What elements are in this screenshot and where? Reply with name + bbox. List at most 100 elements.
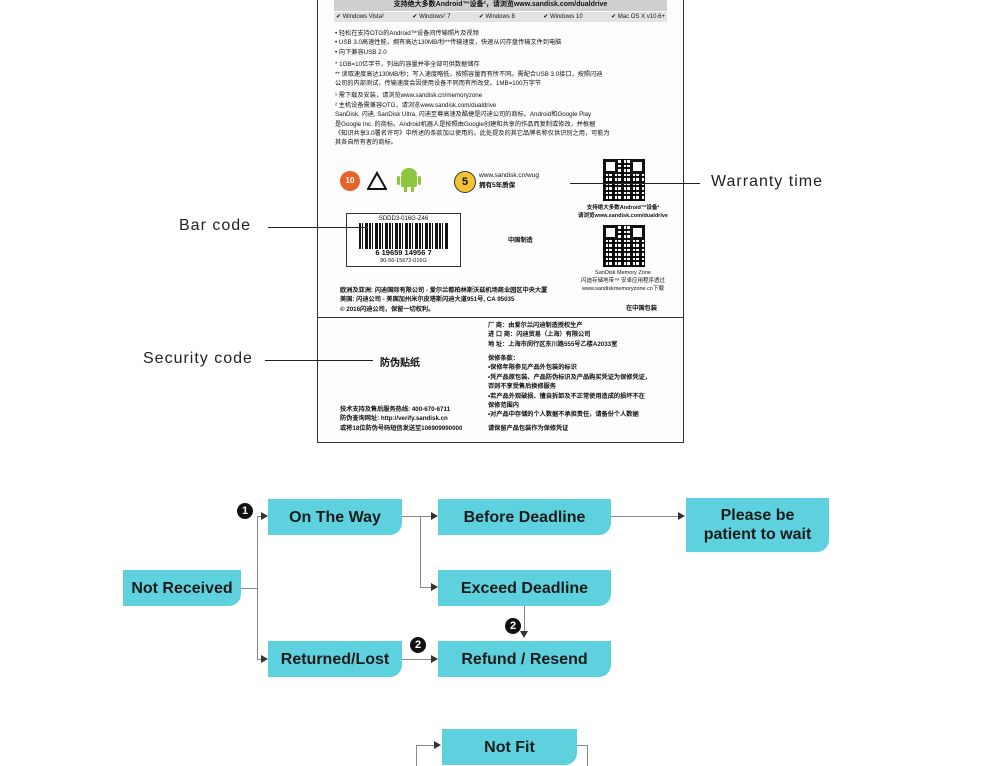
- android-robot-icon: [397, 168, 421, 192]
- arrow-right-icon: [431, 512, 438, 520]
- qr1-caption: 支持绝大多数Android™设备² 请浏览www.sandisk.com/dua…: [573, 204, 673, 220]
- barcode-bars: [359, 223, 449, 249]
- arrow-right-icon: [261, 655, 268, 663]
- arrow-right-icon: [431, 583, 438, 591]
- dualdrive-qr-code: [603, 159, 645, 201]
- barcode-box: SDDD3-016G-Z46 6 19659 14956 7 80-56-156…: [346, 213, 461, 267]
- feature-line: ** 读取速度高达130MB/秒；写入速度略低，按照容量而有所不同。需配合USB…: [335, 70, 603, 78]
- memoryzone-qr-code: [603, 225, 645, 267]
- connector: [257, 516, 262, 517]
- connector: [257, 516, 258, 660]
- warranty-terms-block: 保修条款： •保修年限参见产品外包装的标识 •凭产品原包装、产品防伪标识及产品购…: [488, 354, 651, 420]
- arrow-right-icon: [431, 655, 438, 663]
- packed-in-china: 在中国包装: [626, 305, 657, 312]
- warranty-callout-label: Warranty time: [711, 173, 823, 190]
- label-divider: [318, 317, 683, 318]
- address-line: 欧洲及亚洲: 闪迪国际有限公司 - 爱尔兰都柏林斯沃兹机场商业园区中央大厦: [340, 287, 548, 294]
- warranty-term-line: 否则不享受售后换修服务: [488, 383, 557, 391]
- address-block: 欧洲及亚洲: 闪迪国际有限公司 - 爱尔兰都柏林斯沃兹机场商业园区中央大厦 美国…: [340, 286, 580, 314]
- warranty-term-line: •若产品外观破损、擅自拆卸及不正常使用造成的损坏不在: [488, 392, 645, 400]
- connector: [257, 659, 262, 660]
- security-callout-label: Security code: [143, 350, 253, 367]
- arrow-right-icon: [261, 512, 268, 520]
- legal-line: 其各自所有者的商标。: [335, 139, 397, 147]
- arrow-right-icon: [434, 741, 441, 749]
- qr2-caption-line: www.sandiskmemoryzone.cn下载: [582, 286, 664, 292]
- feature-line: • 向下兼容USB 2.0: [335, 48, 387, 56]
- manufacturer-line: 厂 商：由爱尔兰闪迪制造授权生产: [488, 322, 583, 329]
- legal-line: SanDisk, 闪迪, SanDisk Ultra, 闪迪至尊高速及酷捷是闪迪…: [335, 111, 592, 119]
- node-please-wait: Please be patient to wait: [686, 498, 829, 552]
- security-sticker-label: 防伪贴纸: [380, 358, 420, 369]
- qr1-caption-line: 请浏览www.sandisk.com/dualdrive: [578, 213, 668, 219]
- address-line: © 2016闪迪公司，保留一切权利。: [340, 305, 435, 313]
- address-line: 美国: 闪迪公司 - 美国加州米尔皮塔斯闪迪大道951号, CA 95035: [340, 296, 515, 304]
- connector: [416, 745, 417, 766]
- connector: [416, 745, 435, 746]
- warranty-term-line: 保修范围内: [488, 402, 519, 410]
- node-before-deadline: Before Deadline: [438, 499, 611, 535]
- barcode-model: SDDD3-016G-Z46: [378, 216, 429, 222]
- manufacturer-block: 厂 商：由爱尔兰闪迪制造授权生产 进 口 商：闪迪贸易（上海）有限公司 地 址：…: [488, 321, 617, 349]
- recycle-icon: [367, 171, 387, 190]
- warranty-term-line: 保修条款：: [488, 355, 519, 362]
- barcode-callout-label: Bar code: [179, 217, 252, 234]
- manufacturer-line: 进 口 商：闪迪贸易（上海）有限公司: [488, 331, 591, 339]
- warranty-term-line: •凭产品原包装、产品防伪标识及产品购买凭证为保修凭证，: [488, 373, 652, 381]
- os-item: Mac OS X v10.6+: [609, 12, 667, 22]
- support-line: 或将18位防伪号码短信发送至106909990000: [340, 424, 463, 432]
- feature-line: • USB 3.0高速性能，拥有高达130MB/秒**传输速度，快速从闪存盘传输…: [335, 39, 562, 47]
- step-marker-2: 2: [410, 637, 426, 653]
- connector: [402, 659, 432, 660]
- qr2-caption: SanDisk Memory Zone 闪迪存储地带™ 安卓应用程序透过 www…: [573, 269, 673, 293]
- package-top-band: 支持绝大多数Android™设备²，请浏览www.sandisk.com/dua…: [334, 0, 667, 11]
- support-line: 防伪查询网址: http://verify.sandisk.cn: [340, 415, 448, 423]
- feature-line: 公司的内部测试，传输速度会因使用设备不同而有所改变。1MB=100万字节: [335, 80, 542, 88]
- manufacturer-line: 地 址：上海市闵行区东川路555号乙楼A2033室: [488, 340, 618, 348]
- qr1-caption-line: 支持绝大多数Android™设备²: [586, 205, 660, 211]
- security-callout-line: [265, 360, 373, 361]
- step-marker-1: 1: [237, 503, 253, 519]
- arrow-right-icon: [678, 512, 685, 520]
- arrow-down-icon: [520, 631, 528, 638]
- node-on-the-way: On The Way: [268, 499, 402, 535]
- feature-line: ² 主机设备需兼容OTG，请浏览www.sandisk.com/dualdriv…: [335, 101, 497, 109]
- support-line: 技术支持及售后服务热线: 400-670-6711: [340, 406, 451, 413]
- connector: [577, 745, 587, 746]
- connector: [587, 745, 588, 766]
- os-compatibility-row: Windows Vista² Windows² 7 Windows 8 Wind…: [334, 12, 667, 22]
- package-back-label: 支持绝大多数Android™设备²，请浏览www.sandisk.com/dua…: [317, 0, 684, 443]
- connector: [524, 606, 525, 632]
- connector: [241, 588, 258, 589]
- connector: [402, 516, 432, 517]
- feature-line: ¹ 需下载及安装，请浏览www.sandisk.cn/memoryzone: [335, 92, 483, 100]
- barcode-sku: 80-56-15672-016G: [380, 258, 427, 264]
- made-in-china: 中国制造: [508, 237, 533, 244]
- connector: [420, 587, 432, 588]
- feature-line: * 1GB=10亿字节，列出的容量并非全部可供数据储存: [335, 61, 480, 69]
- os-item: Windows Vista²: [334, 12, 386, 22]
- node-not-fit: Not Fit: [442, 729, 577, 765]
- warranty-term-line: •对产品中存储的个人数据不承担责任，请备份个人数据: [488, 411, 639, 419]
- qr2-caption-line: 闪迪存储地带™ 安卓应用程序透过: [580, 278, 666, 284]
- barcode-callout-line: [268, 227, 368, 228]
- warranty-years: 拥有5年质保: [479, 182, 516, 189]
- warranty-url: www.sandisk.cn/wug: [479, 172, 539, 179]
- age-10-icon: 10: [340, 171, 360, 191]
- os-item: Windows 10: [541, 12, 584, 22]
- legal-line: 是Google Inc. 的商标。Android机器人是按照由Google创建和…: [335, 120, 596, 128]
- step-marker-2: 2: [505, 618, 521, 634]
- qr2-caption-line: SanDisk Memory Zone: [595, 270, 651, 276]
- node-returned-lost: Returned/Lost: [268, 641, 402, 677]
- warranty-5-year-icon: 5: [454, 171, 476, 193]
- feature-text-block: • 轻松在支持OTG的Android™设备间传输照片及视频 • USB 3.0高…: [335, 29, 670, 148]
- node-refund-resend: Refund / Resend: [438, 641, 611, 677]
- legal-line: 《知识共享3.0署名许可》中所述的条款加以使用的。此处提及的其它品牌名称仅供识别…: [335, 130, 610, 138]
- node-exceed-deadline: Exceed Deadline: [438, 570, 611, 606]
- connector: [611, 516, 679, 517]
- warranty-callout-line: [570, 183, 700, 184]
- barcode-digits: 6 19659 14956 7: [375, 248, 432, 257]
- feature-line: • 轻松在支持OTG的Android™设备间传输照片及视频: [335, 30, 479, 37]
- connector: [420, 516, 421, 588]
- os-item: Windows² 7: [410, 12, 452, 22]
